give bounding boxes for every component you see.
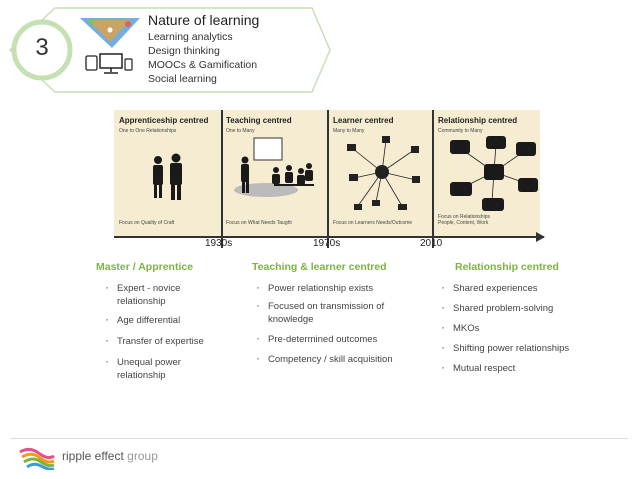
header-item: Design thinking bbox=[148, 45, 220, 57]
header-banner bbox=[8, 7, 331, 93]
section-title: Teaching & learner centred bbox=[252, 261, 387, 273]
bullet-item: Expert - novice relationship bbox=[105, 281, 227, 308]
bullet-item: MKOs bbox=[441, 321, 613, 335]
column-title: Learner centred bbox=[333, 116, 394, 125]
bullet-item: Pre-determined outcomes bbox=[256, 332, 428, 346]
bullet-item: Shifting power relationships bbox=[441, 341, 623, 355]
relationship-network-icon bbox=[450, 136, 538, 211]
classroom-icon bbox=[234, 137, 314, 197]
number-circle bbox=[11, 19, 73, 81]
header-item: Learning analytics bbox=[148, 31, 233, 43]
column-focus: Focus on What Needs Taught bbox=[226, 220, 292, 226]
column-title: Relationship centred bbox=[438, 116, 518, 125]
section-number: 3 bbox=[35, 34, 49, 61]
bullet-item: Transfer of expertise bbox=[105, 334, 227, 348]
column-subtitle: One to Many bbox=[226, 128, 255, 134]
timeline-axis bbox=[114, 236, 544, 238]
bullet-item: Power relationship exists bbox=[256, 281, 428, 295]
footer-divider bbox=[10, 438, 628, 439]
bullet-item: Competency / skill acquisition bbox=[256, 352, 438, 366]
learner-network-icon bbox=[347, 136, 420, 210]
year-label: 2010 bbox=[420, 238, 443, 249]
bullet-item: Age differential bbox=[105, 313, 227, 327]
section-title: Relationship centred bbox=[455, 261, 559, 273]
apprentice-figures-icon bbox=[153, 153, 182, 200]
header-title: Nature of learning bbox=[148, 12, 260, 28]
year-label: 1970s bbox=[313, 238, 341, 249]
column-subtitle: One to One Relationships bbox=[119, 128, 177, 134]
timeline-illustrations bbox=[153, 136, 538, 211]
era-divider bbox=[432, 110, 434, 248]
bullet-item: Focused on transmission of knowledge bbox=[256, 299, 418, 326]
brand-suffix: group bbox=[127, 449, 158, 463]
arrow-right-icon bbox=[536, 232, 545, 242]
learning-icon bbox=[80, 18, 140, 74]
bullet-item: Unequal power relationship bbox=[105, 355, 227, 382]
column-subtitle: Many to Many bbox=[333, 128, 365, 134]
brand-main: ripple effect bbox=[62, 449, 124, 463]
section-title: Master / Apprentice bbox=[96, 261, 194, 273]
brand-name: ripple effect group bbox=[62, 449, 158, 463]
column-title: Teaching centred bbox=[226, 116, 292, 125]
year-label: 1930s bbox=[205, 238, 233, 249]
column-focus: People, Content, Work bbox=[438, 220, 489, 226]
ripple-effect-logo-icon bbox=[19, 447, 55, 470]
column-focus: Focus on Relationships bbox=[438, 214, 490, 220]
header-item: MOOCs & Gamification bbox=[148, 59, 258, 71]
era-divider bbox=[221, 110, 223, 248]
header-item: Social learning bbox=[148, 73, 217, 85]
bullet-item: Mutual respect bbox=[441, 361, 613, 375]
bullet-item: Shared experiences bbox=[441, 281, 613, 295]
column-subtitle: Community to Many bbox=[438, 128, 483, 134]
column-title: Apprenticeship centred bbox=[119, 116, 209, 125]
era-divider bbox=[327, 110, 329, 248]
column-focus: Focus on Learners Needs/Outcome bbox=[333, 220, 413, 226]
column-focus: Focus on Quality of Craft bbox=[119, 220, 175, 226]
bullet-item: Shared problem-solving bbox=[441, 301, 613, 315]
